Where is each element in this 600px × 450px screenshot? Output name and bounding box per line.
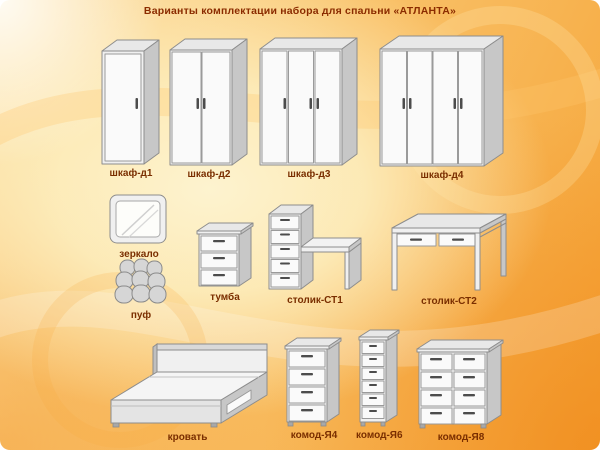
mirror-illustration: [109, 194, 167, 244]
item-label: шкаф-д4: [420, 170, 464, 181]
item-label: комод-Я4: [290, 430, 338, 441]
item-label: зеркало: [119, 249, 159, 260]
wardrobe-2-door-illustration: [169, 38, 248, 166]
nightstand-illustration: [196, 222, 254, 287]
catalog-item-puf: пуф: [112, 256, 170, 321]
item-label: комод-Я6: [356, 430, 403, 441]
catalog-item-zerkalo: зеркало: [108, 193, 170, 260]
chest-8-drawers-illustration: [416, 339, 504, 429]
item-label: столик-СТ2: [421, 296, 477, 307]
catalog-item-shkaf-d3: шкаф-д3: [258, 34, 360, 180]
catalog-item-krovat: кровать: [105, 330, 270, 443]
catalog-item-komod-ya4: комод-Я4: [284, 336, 344, 441]
page-title: Варианты комплектации набора для спальни…: [143, 5, 457, 17]
catalog-item-stolik-st2: столик-СТ2: [390, 212, 508, 307]
catalog-item-komod-ya6: комод-Я6: [356, 328, 403, 441]
catalog-item-shkaf-d4: шкаф-д4: [378, 32, 506, 181]
item-label: комод-Я8: [437, 432, 485, 443]
wardrobe-1-door-illustration: [101, 39, 160, 165]
item-label: пуф: [130, 310, 152, 321]
catalog-item-komod-ya8: комод-Я8: [416, 338, 506, 443]
item-label: кровать: [167, 432, 208, 443]
wardrobe-3-door-illustration: [259, 37, 358, 166]
catalog-item-stolik-st1: столик-СТ1: [265, 199, 365, 306]
pouf-illustration: [114, 258, 167, 304]
item-label: тумба: [210, 292, 240, 303]
bed-illustration: [110, 343, 268, 428]
chest-4-drawers-illustration: [284, 337, 342, 427]
desk-st2-illustration: [391, 213, 507, 291]
dressing-table-st1-illustration: [268, 204, 362, 290]
catalog-item-tumba: тумба: [196, 222, 254, 303]
item-label: шкаф-д3: [287, 169, 331, 180]
catalog-item-shkaf-d2: шкаф-д2: [168, 36, 250, 180]
item-label: шкаф-д1: [109, 168, 153, 179]
item-label: столик-СТ1: [287, 295, 343, 306]
catalog-item-shkaf-d1: шкаф-д1: [100, 38, 162, 179]
chest-6-drawers-illustration: [358, 329, 400, 427]
item-label: шкаф-д2: [187, 169, 231, 180]
wardrobe-4-door-illustration: [379, 35, 504, 167]
